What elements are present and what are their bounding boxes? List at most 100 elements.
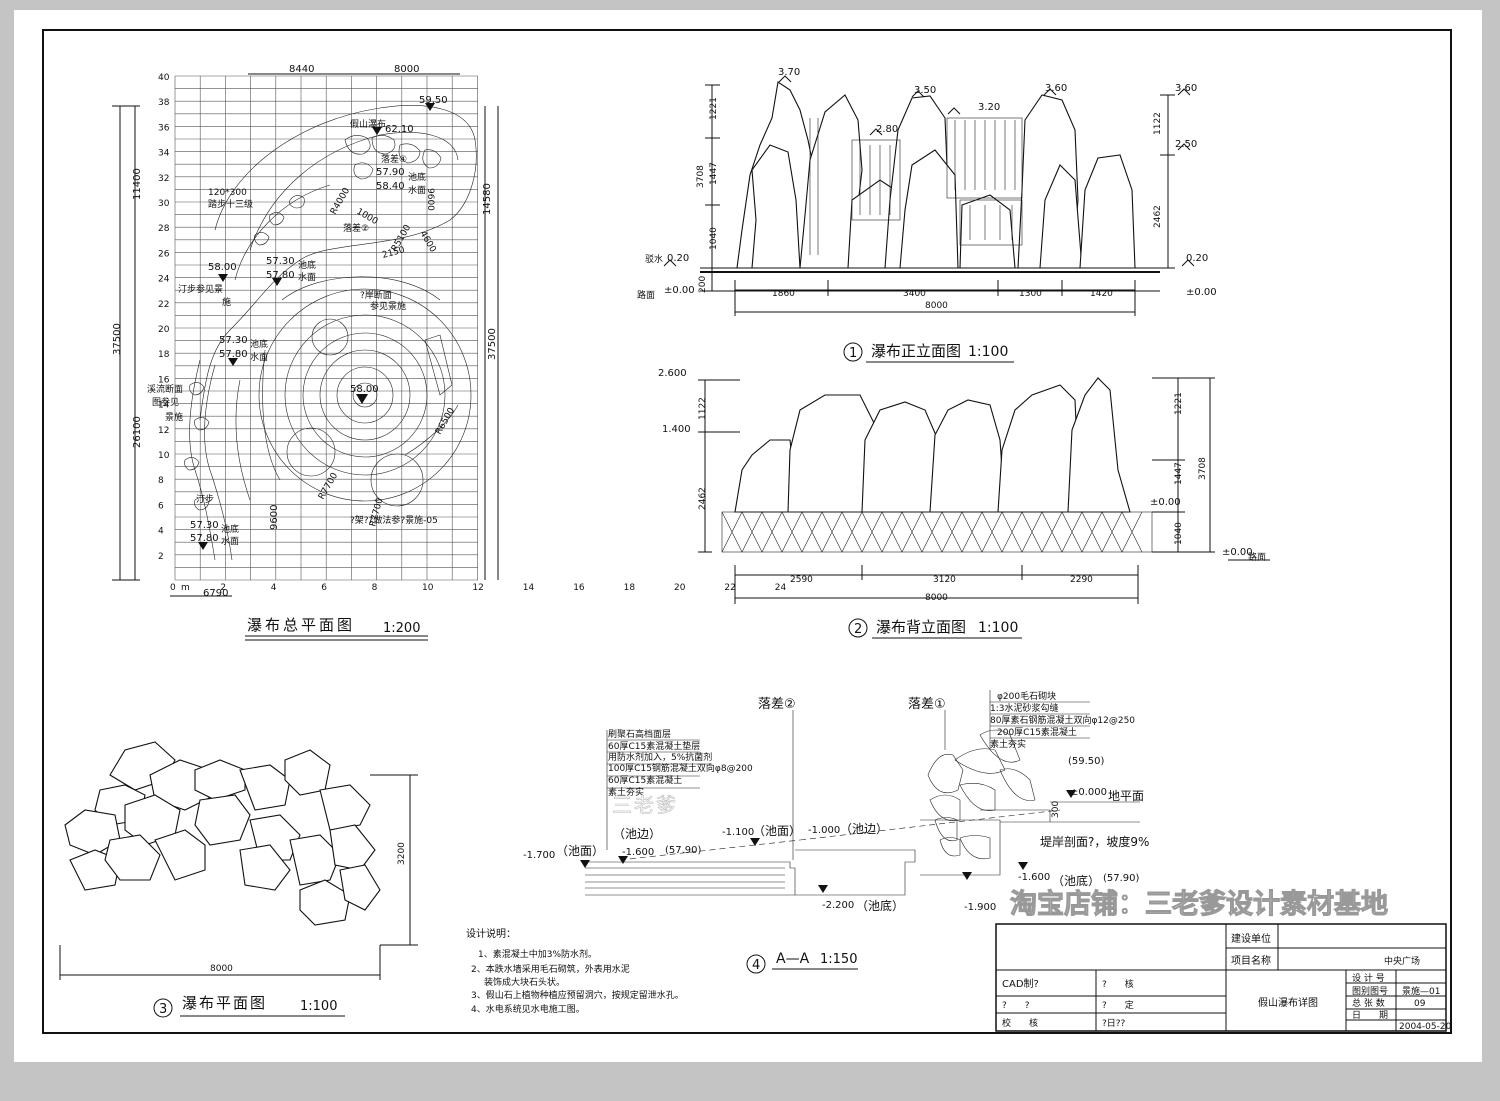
front-r250: 2.50 bbox=[1175, 139, 1197, 150]
back-dim-3708: 3708 bbox=[1198, 457, 1208, 480]
section-num: 4 bbox=[752, 958, 760, 973]
back-scale: 1:100 bbox=[978, 620, 1018, 636]
section-bank: 堤岸剖面?，坡度9% bbox=[1040, 834, 1149, 849]
notes-item-1: 1、素混凝土中加3%防水剂。 bbox=[478, 948, 597, 960]
watermark-shop: 淘宝店铺：三老爹设计素材基地 bbox=[1010, 888, 1388, 920]
plan-y-tick: 16 bbox=[158, 375, 170, 385]
back-title: 瀑布背立面图 bbox=[876, 618, 966, 636]
plan-pool-bottom-d: 池底 bbox=[221, 523, 239, 535]
front-ground: ±0.00 bbox=[664, 285, 695, 296]
plan-y-tick: 18 bbox=[158, 350, 170, 360]
front-total: 8000 bbox=[925, 301, 948, 311]
rock-plan-width: 8000 bbox=[210, 964, 233, 974]
plan-x-tick: 2 bbox=[220, 583, 226, 593]
plan-pool-bottom-a: 池底 bbox=[408, 171, 426, 183]
plan-el-5780a: 57.80 bbox=[266, 270, 295, 281]
back-dim-1221: 1221 bbox=[1174, 392, 1184, 415]
section-m1900: -1.900 bbox=[964, 902, 996, 913]
plan-drop2: 落差② bbox=[343, 222, 369, 234]
section-m1600a: -1.600 bbox=[622, 847, 654, 858]
front-scale: 1:100 bbox=[968, 344, 1008, 360]
front-l350: 3.50 bbox=[914, 85, 936, 96]
front-ground-label: 路面 bbox=[637, 289, 655, 301]
section-ground: 地平面 bbox=[1108, 789, 1144, 803]
plan-el-5800a: 58.00 bbox=[208, 262, 237, 273]
back-dim-1447: 1447 bbox=[1174, 462, 1184, 485]
back-dim-1040: 1040 bbox=[1174, 522, 1184, 545]
tb-date: 2004-05-20 bbox=[1399, 1022, 1452, 1032]
section-left-layer-0: 刷聚石高档面层 bbox=[608, 728, 671, 740]
rock-plan-num: 3 bbox=[159, 1002, 167, 1017]
front-l360: 3.60 bbox=[1045, 83, 1067, 94]
back-total: 8000 bbox=[925, 593, 948, 603]
section-left-layer-2: 用防水剂加入，5%抗菌剂 bbox=[608, 751, 712, 763]
plan-labels: 8440 8000 11400 26100 37500 14580 37500 … bbox=[112, 64, 498, 599]
section-m2200: -2.200 bbox=[822, 900, 854, 911]
tb-q1: ? ? bbox=[1002, 1001, 1030, 1011]
section-left-layer-3: 100厚C15钢筋混凝土双向φ8@200 bbox=[608, 762, 753, 774]
plan-steps2: 踏步十三级 bbox=[208, 198, 253, 210]
plan-y-tick: 6 bbox=[158, 501, 164, 511]
section-right-layer-3: 200厚C15素混凝土 bbox=[997, 726, 1077, 738]
plan-pool-bottom-b: 池底 bbox=[298, 259, 316, 271]
section-left-layer-5: 素土夯实 bbox=[608, 786, 644, 798]
front-dim-200: 200 bbox=[698, 276, 708, 293]
front-num: 1 bbox=[849, 346, 857, 361]
sheet-border bbox=[42, 29, 1452, 1034]
front-r020: 0.20 bbox=[1186, 253, 1208, 264]
plan-shelf-note: ?架??做法参?景施-05 bbox=[350, 514, 438, 526]
plan-drop4: 落差④ bbox=[381, 153, 407, 165]
plan-el-5730a: 57.30 bbox=[266, 256, 295, 267]
back-dim-1122: 1122 bbox=[698, 397, 708, 420]
section-m1700: -1.700 bbox=[523, 850, 555, 861]
plan-el-5780c: 57.80 bbox=[190, 533, 219, 544]
plan-y-tick: 4 bbox=[158, 527, 164, 537]
back-num: 2 bbox=[854, 622, 862, 637]
dim-left-b: 26100 bbox=[132, 416, 143, 448]
front-labels: 3.70 3.50 3.20 3.60 2.80 3.60 2.50 驳水 0.… bbox=[637, 67, 1217, 311]
plan-stream: 溪流断面 bbox=[147, 383, 183, 395]
notes-item-2b: 装饰成大块石头状。 bbox=[484, 976, 565, 988]
tb-date-label: 日 期 bbox=[1352, 1010, 1388, 1021]
front-dim-3708: 3708 bbox=[696, 165, 706, 188]
front-elevation: 3.70 3.50 3.20 3.60 2.80 3.60 2.50 驳水 0.… bbox=[637, 67, 1217, 363]
plan-y-tick: 24 bbox=[158, 275, 170, 285]
plan-y-tick: 36 bbox=[158, 123, 170, 133]
plan-bank2: 参见景施 bbox=[370, 300, 406, 312]
notes-item-3: 3、假山石上植物种植应预留洞穴，按规定留泄水孔。 bbox=[471, 989, 684, 1001]
plan-level-markers bbox=[198, 103, 435, 550]
plan-scale: 1:200 bbox=[383, 621, 420, 636]
rock-plan-height: 3200 bbox=[397, 842, 407, 865]
tb-drawing-no-label: 图别图号 bbox=[1352, 986, 1388, 997]
tb-proof: 校 核 bbox=[1002, 1017, 1038, 1029]
plan-x-tick: 24 bbox=[775, 583, 787, 593]
front-baselines bbox=[700, 84, 1175, 316]
plan-x-tick: 14 bbox=[523, 583, 535, 593]
front-l320: 3.20 bbox=[978, 102, 1000, 113]
plan-x-tick: 0 bbox=[170, 583, 176, 593]
dim-left-a: 11400 bbox=[132, 168, 143, 200]
back-dim-lines bbox=[698, 377, 1270, 604]
section-m1600b: -1.600 bbox=[1018, 872, 1050, 883]
back-dim-2590: 2590 bbox=[790, 575, 813, 585]
section-left-layer-4: 60厚C15素混凝土 bbox=[608, 774, 682, 786]
plan-x-tick: 8 bbox=[372, 583, 378, 593]
front-water: 0.20 bbox=[667, 253, 689, 264]
front-dim-1420: 1420 bbox=[1090, 289, 1113, 299]
plan-ting: 汀步参见景 bbox=[178, 283, 223, 295]
plan-shi: 施 bbox=[222, 296, 231, 308]
plan-title: 瀑布总平面图 bbox=[247, 616, 355, 634]
front-dim-1860: 1860 bbox=[772, 289, 795, 299]
plan-ting2: 汀步 bbox=[196, 494, 214, 505]
tb-project: 中央广场 bbox=[1384, 955, 1420, 967]
front-title: 瀑布正立面图 bbox=[871, 342, 961, 360]
plan-y-tick: 26 bbox=[158, 249, 170, 259]
plan-x-tick: 22 bbox=[724, 583, 735, 593]
plan-x-tick: 10 bbox=[422, 583, 434, 593]
plan-el-5800b: 58.00 bbox=[350, 384, 379, 395]
section-right-layer-4: 素土夯实 bbox=[990, 738, 1026, 750]
tb-sheets-label: 总 张 数 bbox=[1352, 997, 1385, 1009]
dim-top-b: 8000 bbox=[394, 64, 419, 75]
section-left-layer-1: 60厚C15素混凝土垫层 bbox=[608, 740, 700, 752]
